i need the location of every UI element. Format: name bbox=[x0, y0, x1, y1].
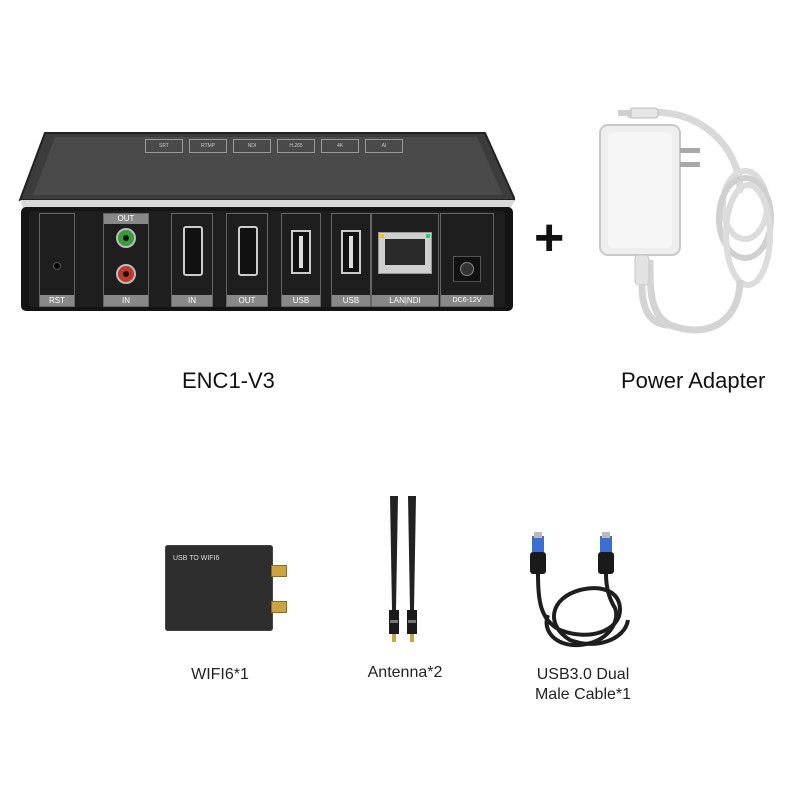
feature-button[interactable]: SRT bbox=[145, 139, 183, 153]
plus-sign: + bbox=[534, 209, 565, 267]
lan-label: LAN|NDI bbox=[372, 295, 438, 306]
wifi-module-image: USB TO WIFI6 bbox=[165, 545, 295, 635]
audio-out-label: OUT bbox=[104, 214, 148, 224]
audio-out-jack[interactable] bbox=[116, 228, 136, 248]
audio-in-label: IN bbox=[104, 295, 148, 306]
sma-connector-icon bbox=[271, 565, 287, 577]
feature-button[interactable]: 4K bbox=[321, 139, 359, 153]
top-feature-buttons: SRT RTMP NDI H.265 4K AI bbox=[145, 139, 405, 155]
ethernet-port[interactable] bbox=[378, 232, 432, 274]
hdmi-in-port-bay: IN bbox=[171, 213, 213, 307]
audio-in-jack[interactable] bbox=[116, 264, 136, 284]
encoder-device: SRT RTMP NDI H.265 4K AI RST OUT IN IN O… bbox=[15, 125, 517, 315]
power-adapter-image bbox=[590, 100, 790, 350]
feature-button[interactable]: AI bbox=[365, 139, 403, 153]
hdmi-in-label: IN bbox=[172, 295, 212, 306]
usb-1-port[interactable] bbox=[291, 230, 311, 274]
main-product-caption: ENC1-V3 bbox=[182, 368, 275, 393]
usb-2-label: USB bbox=[332, 295, 370, 306]
antenna-image bbox=[378, 492, 428, 642]
hdmi-out-label: OUT bbox=[227, 295, 267, 306]
power-adapter-caption: Power Adapter bbox=[621, 368, 766, 393]
usb-cable-image bbox=[520, 530, 640, 655]
hdmi-out-port-bay: OUT bbox=[226, 213, 268, 307]
reset-pinhole[interactable] bbox=[53, 262, 61, 270]
audio-port-bay: OUT IN bbox=[103, 213, 149, 307]
hdmi-out-port[interactable] bbox=[238, 226, 258, 276]
dc-port-bay: DC6-12V bbox=[440, 213, 494, 307]
usb-2-port-bay: USB bbox=[331, 213, 371, 307]
rst-port-bay: RST bbox=[39, 213, 75, 307]
feature-button[interactable]: RTMP bbox=[189, 139, 227, 153]
dc-power-jack[interactable] bbox=[453, 256, 481, 282]
wifi-module-text: USB TO WIFI6 bbox=[173, 555, 220, 562]
lan-port-bay: LAN|NDI bbox=[371, 213, 439, 307]
usb-1-label: USB bbox=[282, 295, 320, 306]
feature-button[interactable]: H.265 bbox=[277, 139, 315, 153]
usb-cable-caption-line-2: Male Cable*1 bbox=[534, 686, 632, 703]
dc-label: DC6-12V bbox=[441, 295, 493, 306]
usb-cable-caption: USB3.0 Dual Male Cable*1 bbox=[518, 665, 648, 705]
sma-connector-icon bbox=[271, 601, 287, 613]
hdmi-in-port[interactable] bbox=[183, 226, 203, 276]
wifi-caption: WIFI6*1 bbox=[191, 666, 249, 683]
rst-label: RST bbox=[40, 295, 74, 306]
usb-cable-caption-line-1: USB3.0 Dual bbox=[536, 666, 630, 683]
usb-2-port[interactable] bbox=[341, 230, 361, 274]
usb-1-port-bay: USB bbox=[281, 213, 321, 307]
wifi-module-body: USB TO WIFI6 bbox=[165, 545, 273, 631]
feature-button[interactable]: NDI bbox=[233, 139, 271, 153]
antenna-caption: Antenna*2 bbox=[367, 664, 443, 681]
